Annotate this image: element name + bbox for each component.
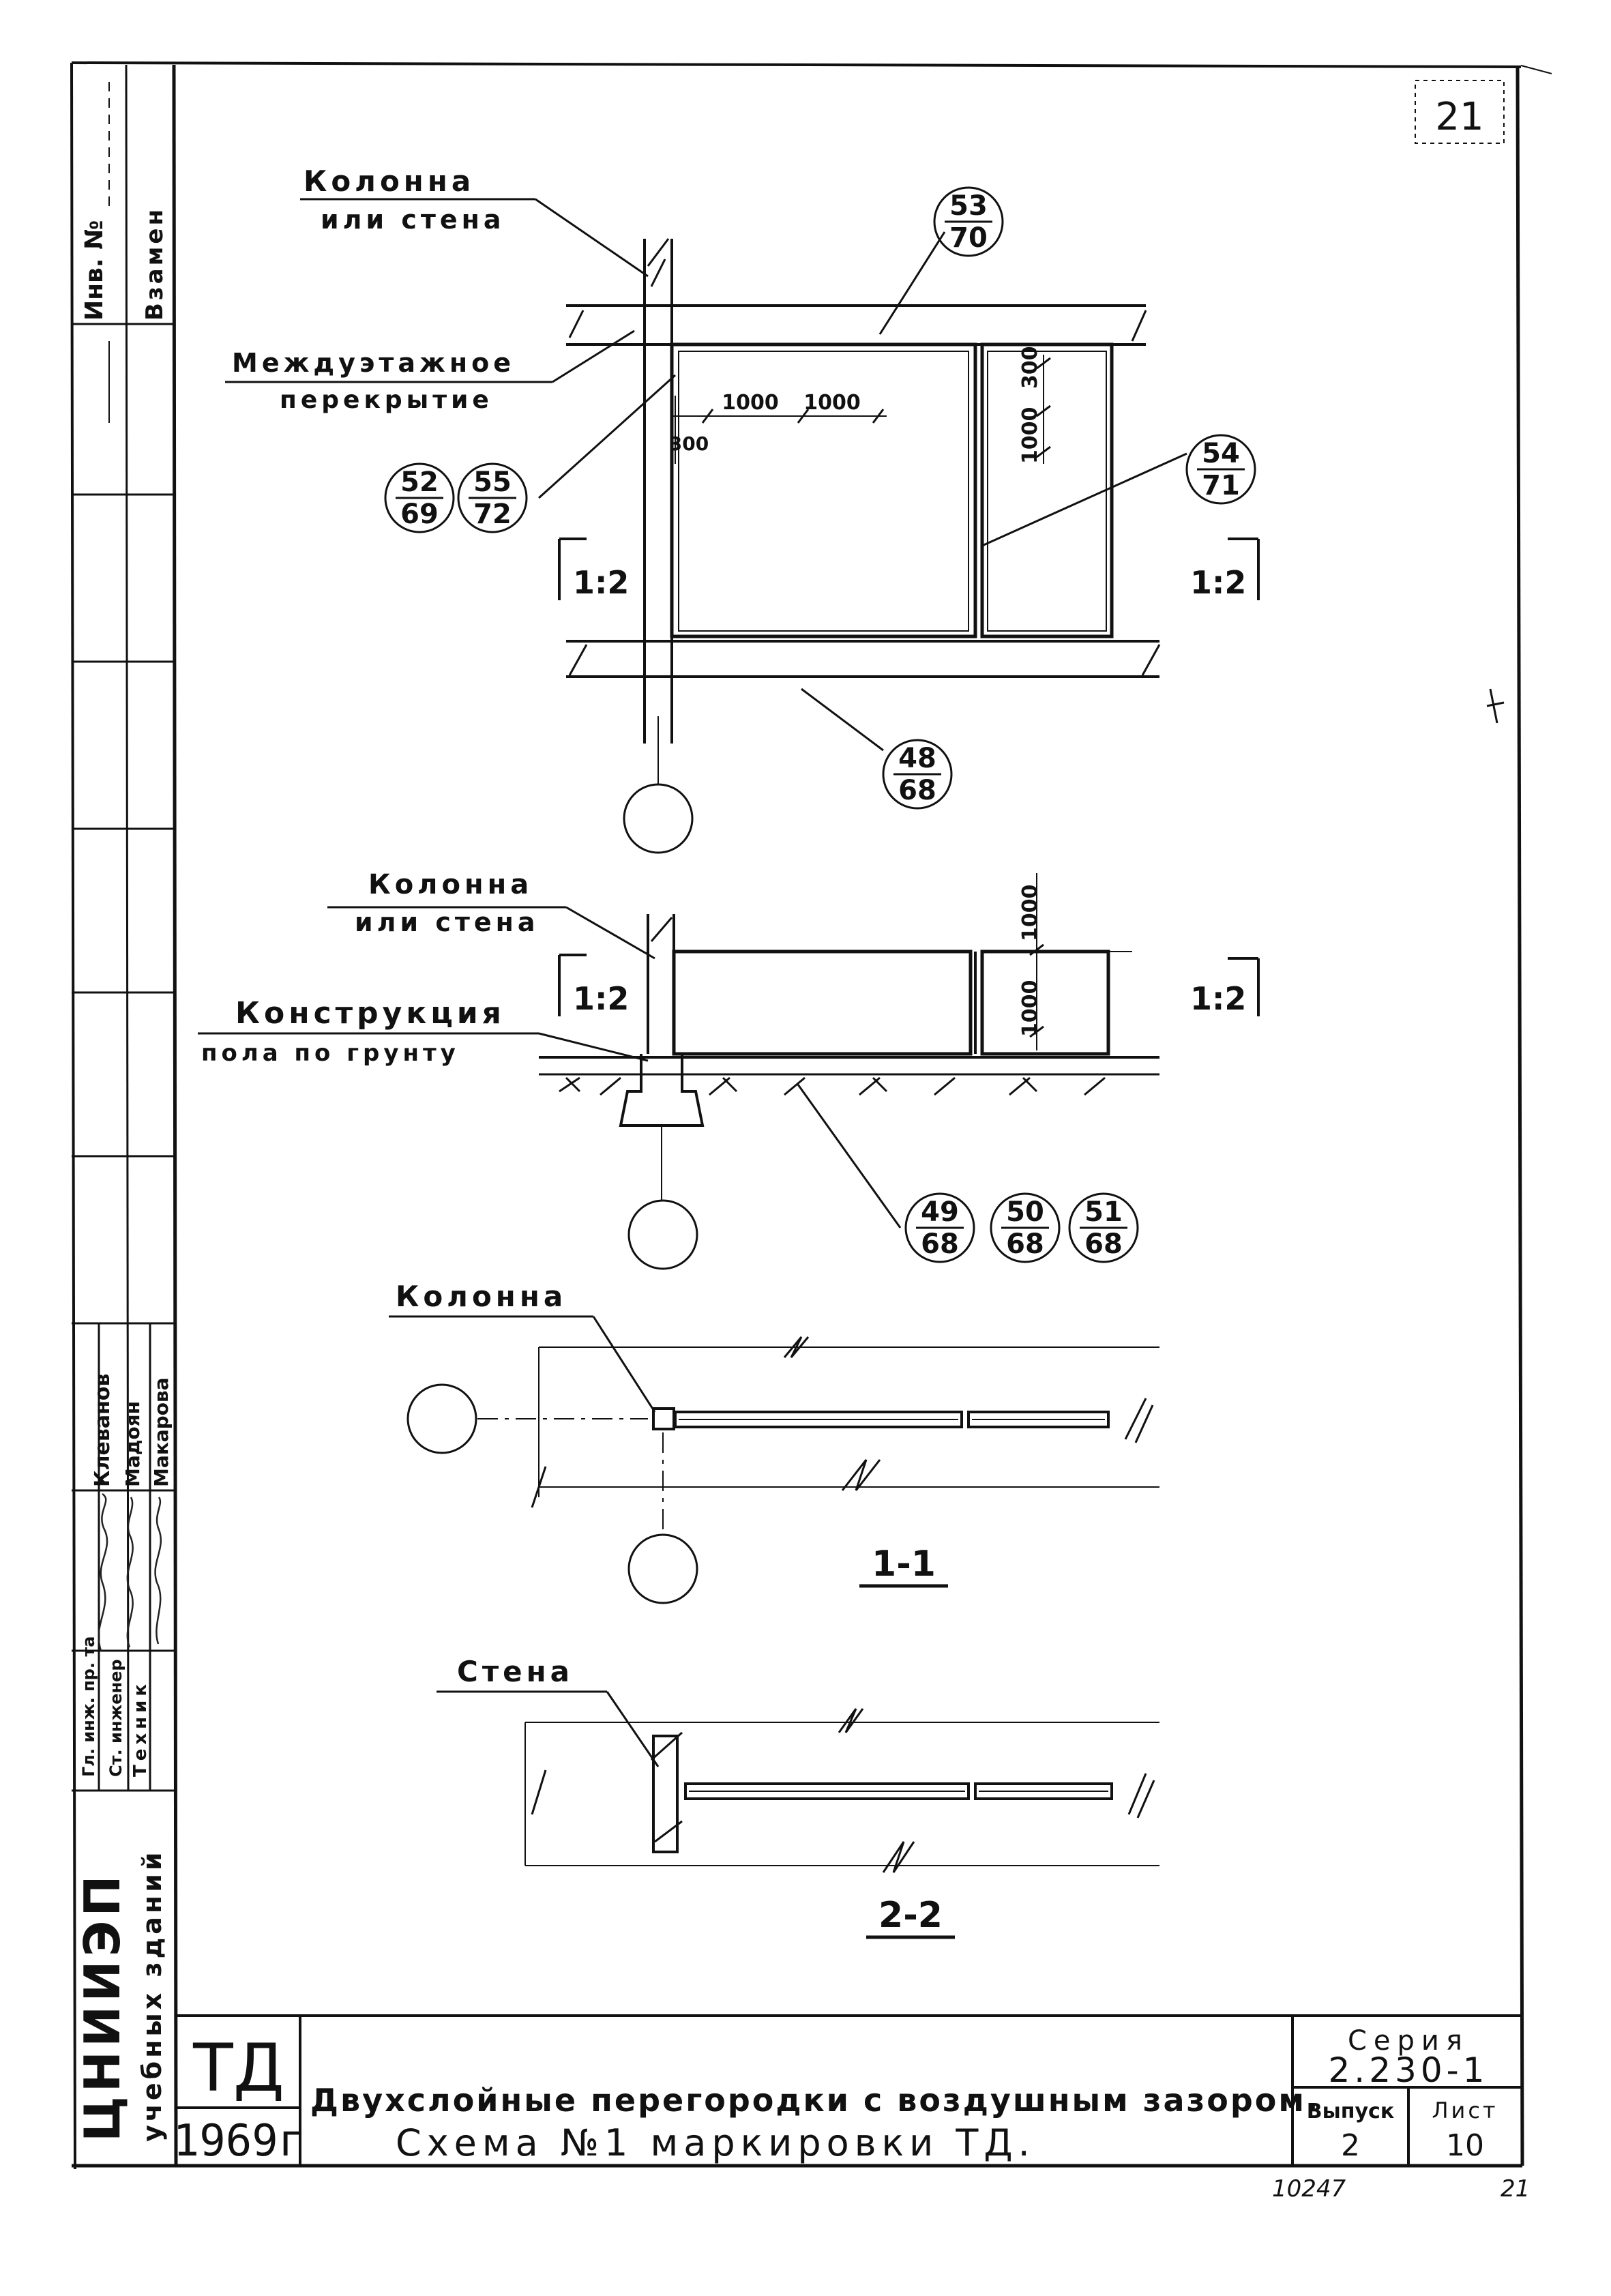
callout-48-68: 48 68 [882,739,953,810]
sheet-label: Лист [1432,2098,1498,2123]
callout-54-71: 54 71 [1185,434,1256,505]
dim-1000-vertical-1: 1000 [1018,407,1042,465]
stamp-name-3: Макарова [150,1377,173,1487]
section-mark-2-left: 1:2 [573,980,629,1017]
dim-1000-vertical-3: 1000 [1018,980,1042,1037]
section-title-1-1: 1-1 [872,1544,936,1585]
callout-52-69: 52 69 [384,462,455,533]
view-section-2-2-text: Стена 2-2 [457,1655,943,1936]
label-column-3: Колонна [396,1280,567,1313]
section-mark-1-right: 1:2 [1190,564,1246,601]
dim-300: 300 [669,432,709,455]
dim-300-vertical-1: 300 [1018,346,1042,389]
drawing-year: 1969г [173,2116,305,2166]
stamp-name-1: Клеванов [91,1374,115,1487]
stamp-inv-no: Инв. № [80,220,108,321]
callout-top: 54 [1202,438,1240,469]
callout-53-70: 53 70 [933,186,1004,257]
label-column-or-wall-1b: или стена [321,205,505,235]
callout-top: 53 [949,190,988,222]
sheet-value: 10 [1446,2128,1484,2163]
stamp-name-2: Мадоян [121,1401,144,1487]
callout-bottom: 72 [473,499,512,530]
dim-1000-b: 1000 [803,391,861,415]
label-column-or-wall-2a: Колонна [368,869,533,900]
callout-top: 51 [1084,1196,1123,1228]
stamp-replaces: Взамен [141,207,168,321]
callout-top: 49 [921,1196,959,1228]
label-wall-4: Стена [457,1655,574,1688]
issue-label: Выпуск [1307,2100,1394,2123]
bottom-note-left: 10247 [1272,2175,1346,2203]
label-floor-on-ground-a: Конструкция [235,996,505,1031]
view-elevation-slab [225,198,1260,854]
callout-bottom: 68 [1006,1228,1044,1260]
series-label: Серия [1348,2025,1469,2057]
callout-bottom: 68 [1084,1228,1123,1260]
callouts-view-1: 53 70 52 69 55 72 54 71 48 68 [384,186,1256,810]
signatures [98,1492,162,1651]
callouts-view-2: 49 68 50 68 51 68 [904,1192,1139,1263]
callout-top: 52 [400,467,439,498]
title-block [176,2014,1522,2166]
callout-55-72: 55 72 [457,462,528,533]
view-section-1-1 [389,1315,1159,1604]
callout-bottom: 68 [921,1228,959,1260]
drawing-title-line-1: Двухслойные перегородки с воздушным зазо… [310,2082,1320,2119]
label-floor-slab-b: перекрытие [280,386,493,414]
callout-49-68: 49 68 [904,1192,975,1263]
drawing-title-line-2: Схема №1 маркировки ТД. [396,2121,1035,2164]
callout-bottom: 71 [1202,470,1240,501]
label-column-or-wall-2b: или стена [355,907,540,937]
top-sheet-number: 21 [1435,95,1483,139]
view-elevation-slab-text: Колонна или стена Междуэтажное перекрыти… [232,164,1246,601]
dim-1000-a: 1000 [722,391,779,415]
sheet-frame [70,61,1552,2170]
callout-50-68: 50 68 [990,1192,1061,1263]
section-title-2-2: 2-2 [878,1895,943,1936]
side-stamp-text: Инв. № Взамен Гл. инж. пр. та Ст. инжене… [74,207,173,2142]
title-block-text: ТД 1969г Двухслойные перегородки с возду… [173,2025,1498,2166]
issue-value: 2 [1341,2128,1360,2163]
callout-bottom: 68 [898,775,936,806]
top-sheet-number-box: 21 [1415,80,1505,144]
section-mark-2-right: 1:2 [1190,980,1246,1017]
section-mark-1-left: 1:2 [573,564,629,601]
callout-bottom: 69 [400,499,439,530]
view-section-2-2 [437,1690,1159,1939]
stamp-org-line-2: учебных зданий [137,1849,167,2142]
stamp-role-1: Гл. инж. пр. та [79,1636,98,1777]
series-value: 2.230-1 [1329,2050,1489,2090]
callout-top: 55 [473,467,512,498]
callout-51-68: 51 68 [1068,1192,1139,1263]
dim-1000-vertical-2: 1000 [1018,885,1042,942]
stamp-role-2: Ст. инженер [106,1659,125,1777]
view-section-1-1-text: Колонна 1-1 [396,1280,936,1585]
label-column-or-wall-1a: Колонна [304,164,475,198]
label-floor-on-ground-b: пола по грунту [201,1040,460,1067]
stamp-org-line-1: ЦНИИЭП [74,1871,131,2142]
callout-top: 48 [898,743,936,774]
side-stamp [72,64,174,1792]
callout-top: 50 [1006,1196,1044,1228]
view-elevation-ground-text: Колонна или стена Конструкция пола по гр… [201,869,1246,1067]
stamp-role-3: Техник [130,1680,151,1777]
label-floor-slab-a: Междуэтажное [232,348,515,378]
callout-bottom: 70 [949,222,988,254]
drawing-code: ТД [192,2030,284,2106]
stray-mark [1486,688,1505,724]
view-elevation-ground [198,873,1260,1270]
bottom-note-right: 21 [1501,2175,1530,2203]
